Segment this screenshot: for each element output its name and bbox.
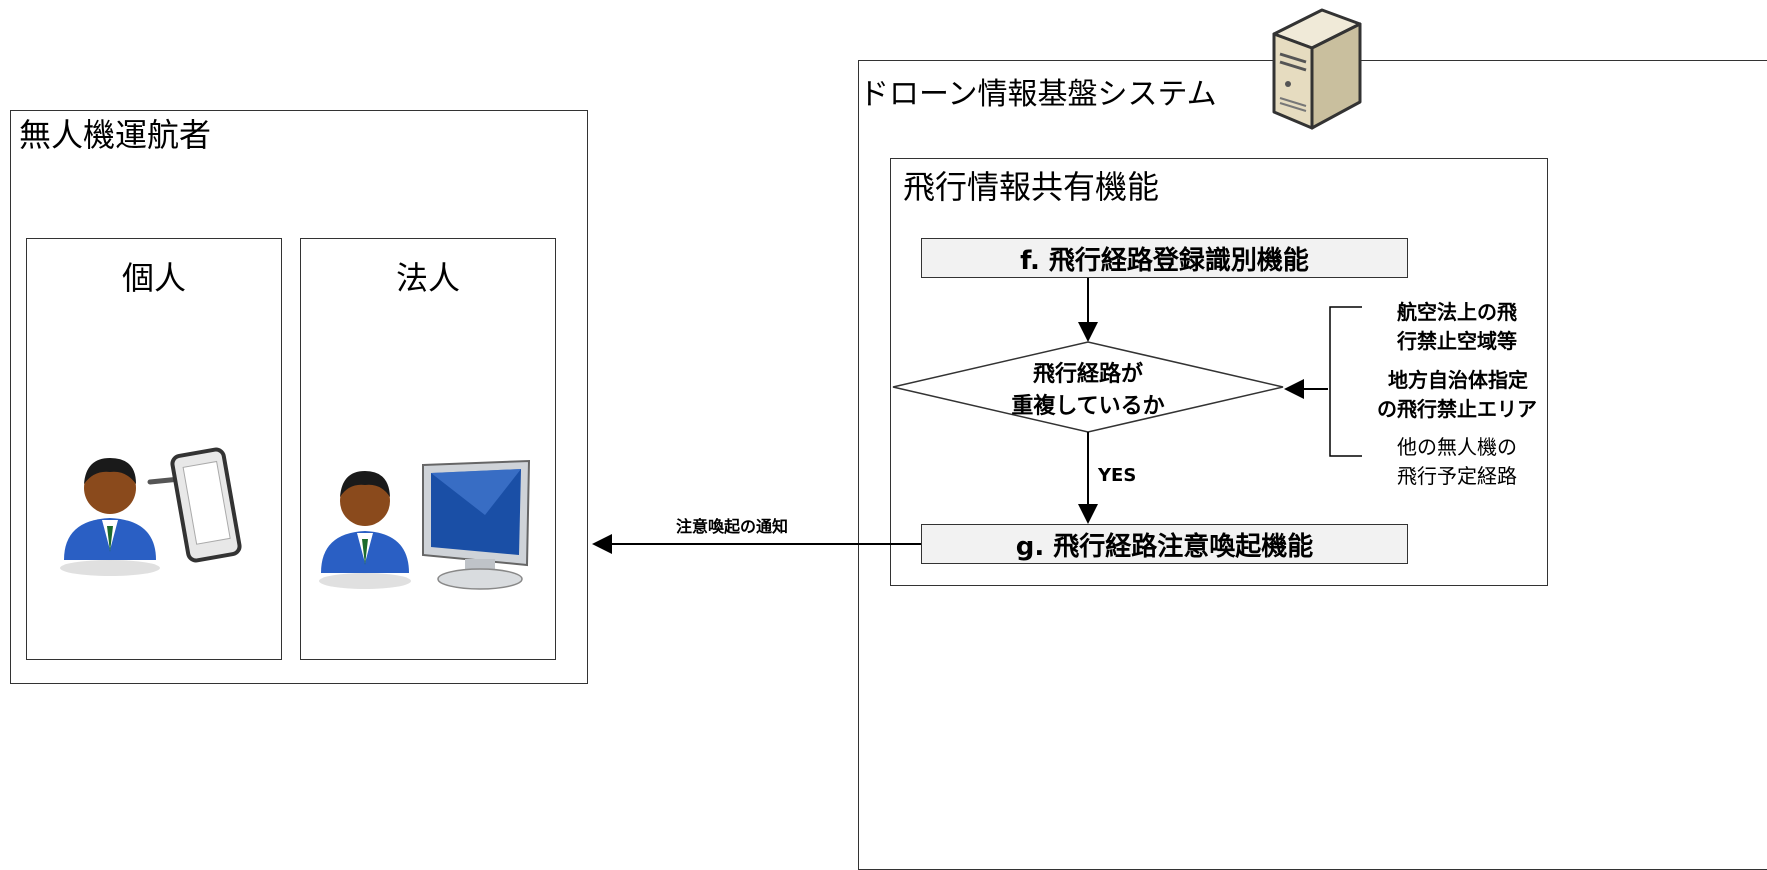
server-icon [1272,8,1362,130]
decision-diamond [892,341,1284,433]
individual-panel: 個人 [26,238,282,660]
func-g-box: g. 飛行経路注意喚起機能 [921,524,1408,564]
operator-title: 無人機運航者 [19,116,212,154]
flight-info-sharing-title: 飛行情報共有機能 [903,168,1160,206]
input-local-area-line1: 地方自治体指定 [1388,368,1528,392]
input-local-area-line2: の飛行禁止エリア [1377,397,1537,421]
system-title: ドローン情報基盤システム [859,77,1217,112]
func-f-box: f. 飛行経路登録識別機能 [921,238,1408,278]
user-with-monitor-icon [319,459,531,590]
yes-label: YES [1098,465,1137,486]
inputs-bracket [1329,306,1362,457]
input-other-drones-line2: 飛行予定経路 [1397,464,1517,488]
decision-line2: 重複しているか [1011,394,1165,419]
individual-label: 個人 [121,259,186,297]
corporation-label: 法人 [395,259,460,297]
decision-line1: 飛行経路が [1032,362,1143,387]
notify-label: 注意喚起の通知 [676,517,789,536]
user-with-tablet-icon [60,447,242,576]
input-airspace-line2: 行禁止空域等 [1397,329,1517,353]
input-airspace-line1: 航空法上の飛 [1397,300,1517,324]
corporation-panel: 法人 [300,238,556,660]
input-other-drones-line1: 他の無人機の [1397,435,1517,459]
